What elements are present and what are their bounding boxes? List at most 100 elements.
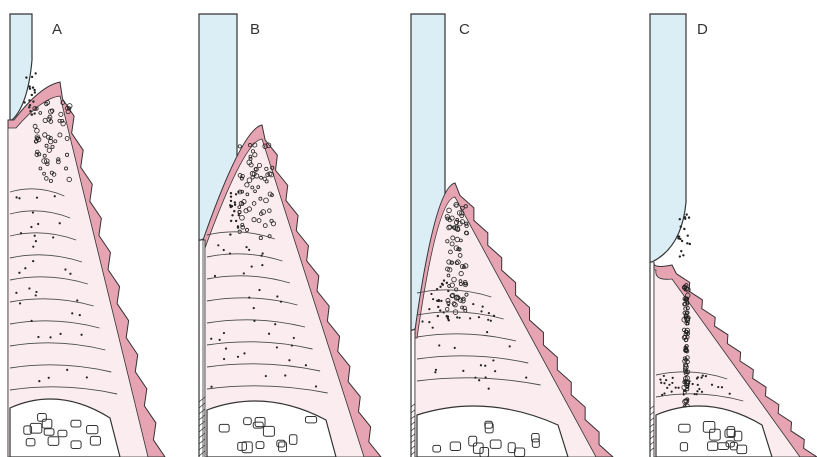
tissue-cell <box>38 380 40 382</box>
tissue-cell <box>15 196 17 198</box>
tissue-cell <box>49 336 51 338</box>
plaque-dot <box>229 204 231 206</box>
tissue-cell <box>456 316 458 318</box>
plaque-dot <box>237 191 239 193</box>
tissue-cell <box>35 240 37 242</box>
tissue-cell <box>24 267 26 269</box>
tissue-cell <box>671 391 673 393</box>
tissue-cell <box>705 375 707 377</box>
panel-label: D <box>697 21 708 38</box>
tissue-cell <box>265 375 267 377</box>
tissue-cell <box>672 377 674 379</box>
tissue-cell <box>280 301 282 303</box>
tissue-cell <box>683 393 685 395</box>
tissue-cell <box>20 232 22 234</box>
root-hatch <box>199 433 205 438</box>
tissue-cell <box>28 287 30 289</box>
tissue-cell <box>684 390 686 392</box>
plaque-dot <box>235 220 237 222</box>
tissue-cell <box>32 246 34 248</box>
tissue-cell <box>435 369 437 371</box>
tissue-cell <box>243 272 245 274</box>
tissue-cell <box>248 249 250 251</box>
tissue-cell <box>462 370 464 372</box>
tissue-cell <box>253 307 255 309</box>
plaque-dot <box>31 94 33 96</box>
tissue-cell <box>69 273 71 275</box>
tissue-cell <box>480 310 482 312</box>
tissue-cell <box>248 296 250 298</box>
tissue-cell <box>438 299 440 301</box>
tissue-cell <box>35 294 37 296</box>
plaque-dot <box>23 101 25 103</box>
tissue-cell <box>697 384 699 386</box>
tissue-cell <box>469 317 471 319</box>
tissue-cell <box>219 339 221 341</box>
tissue-cell <box>663 375 665 377</box>
tissue-cell <box>478 379 480 381</box>
tissue-cell <box>36 197 38 199</box>
tissue-cell <box>666 387 668 389</box>
infiltrate-cell <box>238 145 241 148</box>
plaque-dot <box>447 317 449 319</box>
tissue-cell <box>421 320 423 322</box>
tissue-cell <box>493 315 495 317</box>
tissue-cell <box>19 302 21 304</box>
tissue-cell <box>276 295 278 297</box>
plaque-dot <box>685 213 687 215</box>
plaque-dot <box>33 89 35 91</box>
tissue-cell <box>478 316 480 318</box>
panel-d: D <box>650 14 817 457</box>
plaque-dot <box>437 315 439 317</box>
tissue-cell <box>490 320 492 322</box>
tissue-cell <box>253 320 255 322</box>
tissue-cell <box>223 249 225 251</box>
plaque-dot <box>683 228 685 230</box>
tissue-cell <box>34 235 36 237</box>
plaque-dot <box>237 226 239 228</box>
tissue-cell <box>432 298 434 300</box>
plaque-dot <box>446 315 448 317</box>
tissue-cell <box>210 386 212 388</box>
root-hatch <box>199 421 205 426</box>
root-hatch <box>199 451 205 456</box>
plaque-dot <box>229 233 231 235</box>
tissue-cell <box>32 211 34 213</box>
tissue-cell <box>76 299 78 301</box>
tissue-cell <box>274 323 276 325</box>
plaque-dot <box>32 86 34 88</box>
tissue-cell <box>31 320 33 322</box>
tissue-cell <box>660 382 662 384</box>
tissue-cell <box>694 393 696 395</box>
tissue-cell <box>494 370 496 372</box>
plaque-dot <box>687 234 689 236</box>
tissue-cell <box>454 347 456 349</box>
tissue-cell <box>35 291 37 293</box>
tissue-cell <box>276 346 278 348</box>
tissue-cell <box>689 380 691 382</box>
tissue-cell <box>37 336 39 338</box>
tissue-cell <box>48 377 50 379</box>
tissue-cell <box>492 359 494 361</box>
tissue-cell <box>696 390 698 392</box>
plaque-dot <box>440 300 442 302</box>
tissue-cell <box>698 388 700 390</box>
tissue-cell <box>434 371 436 373</box>
tissue-cell <box>696 393 698 395</box>
tissue-cell <box>217 244 219 246</box>
plaque-dot <box>235 193 237 195</box>
tissue-cell <box>488 312 490 314</box>
plaque-dot <box>31 76 33 78</box>
tissue-cell <box>71 312 73 314</box>
tissue-cell <box>59 333 61 335</box>
tissue-cell <box>428 308 430 310</box>
plaque-dot <box>679 255 681 257</box>
tissue-cell <box>214 275 216 277</box>
tissue-cell <box>229 252 231 254</box>
root-hatch <box>199 439 205 444</box>
tissue-cell <box>64 268 66 270</box>
tissue-cell <box>688 382 690 384</box>
tissue-cell <box>15 292 17 294</box>
root-hatch <box>199 409 205 414</box>
tissue-cell <box>711 384 713 386</box>
